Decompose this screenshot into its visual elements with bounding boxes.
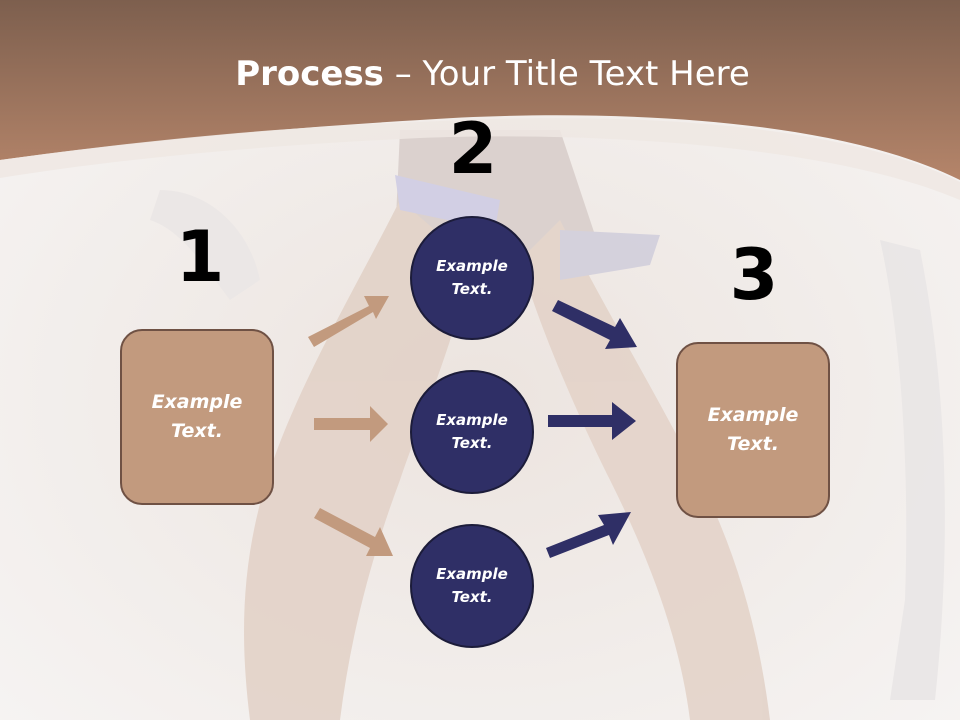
left-arrow-middle: [314, 406, 388, 442]
step-1-number: 1: [175, 216, 225, 298]
left-arrow-down: [314, 508, 393, 556]
title-rest: – Your Title Text Here: [383, 54, 750, 94]
header-highlight: [0, 118, 960, 200]
step-3-text: Example Text.: [707, 404, 799, 455]
step-1-box: Example Text.: [120, 329, 274, 505]
step-3-box: Example Text.: [676, 342, 830, 518]
step-1-text: Example Text.: [151, 391, 243, 442]
step-2-number: 2: [448, 108, 498, 190]
circle-2: Example Text.: [410, 370, 534, 494]
right-arrow-middle: [548, 402, 636, 440]
circle-1-text: Example Text.: [436, 257, 508, 298]
circle-3-text: Example Text.: [436, 565, 508, 606]
right-arrow-down: [552, 300, 637, 349]
title-bold: Process: [235, 54, 384, 94]
step-3-number: 3: [729, 234, 779, 316]
slide-title: Process – Your Title Text Here: [0, 52, 960, 96]
background-photo: [150, 130, 945, 720]
circle-2-text: Example Text.: [436, 411, 508, 452]
circle-3: Example Text.: [410, 524, 534, 648]
header-band: [0, 0, 960, 180]
left-arrow-up: [308, 296, 389, 347]
right-arrow-up: [546, 512, 631, 558]
circle-1: Example Text.: [410, 216, 534, 340]
